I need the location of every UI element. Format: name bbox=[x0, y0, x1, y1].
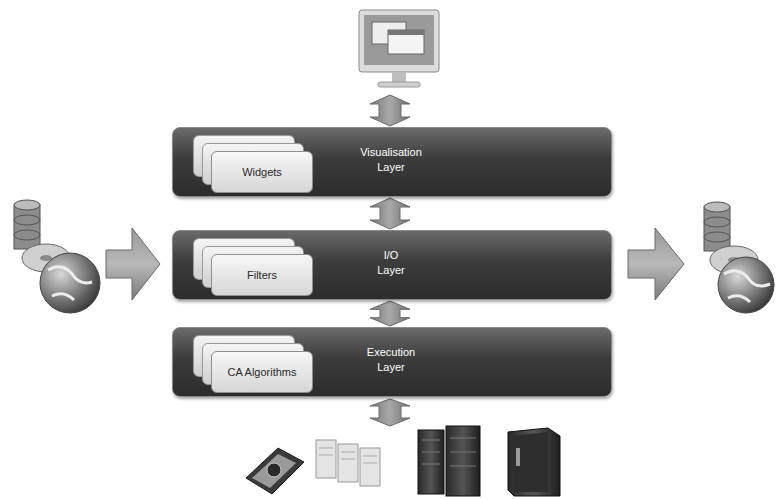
layer-band: Execution Layer CA Algorithms bbox=[172, 327, 612, 397]
rack-icon bbox=[418, 426, 480, 496]
output-arrow bbox=[628, 228, 684, 300]
workstation-icon bbox=[508, 428, 560, 496]
double-arrow-connector bbox=[370, 301, 410, 326]
layer-label: I/O Layer bbox=[377, 248, 405, 278]
component-card: Filters bbox=[211, 254, 313, 296]
layer-label: Execution Layer bbox=[367, 345, 415, 375]
component-card: Widgets bbox=[211, 151, 313, 193]
double-arrow bbox=[370, 399, 410, 426]
component-card: CA Algorithms bbox=[211, 351, 313, 393]
server-cluster-icon bbox=[316, 440, 380, 486]
monitor-icon bbox=[359, 10, 439, 87]
layer-band: Visualisation LayerWidgets bbox=[172, 127, 612, 197]
double-arrow bbox=[370, 95, 410, 126]
component-label: Widgets bbox=[242, 166, 282, 178]
component-label: Filters bbox=[247, 269, 277, 281]
gpu-card-icon bbox=[246, 448, 304, 494]
data-source-icon bbox=[14, 200, 100, 313]
layer-band: I/O LayerFilters bbox=[172, 230, 612, 300]
component-label: CA Algorithms bbox=[227, 366, 296, 378]
data-sink-icon bbox=[704, 202, 774, 313]
input-arrow bbox=[106, 228, 160, 300]
layer-label: Visualisation Layer bbox=[360, 145, 422, 175]
double-arrow-connector bbox=[370, 198, 410, 229]
